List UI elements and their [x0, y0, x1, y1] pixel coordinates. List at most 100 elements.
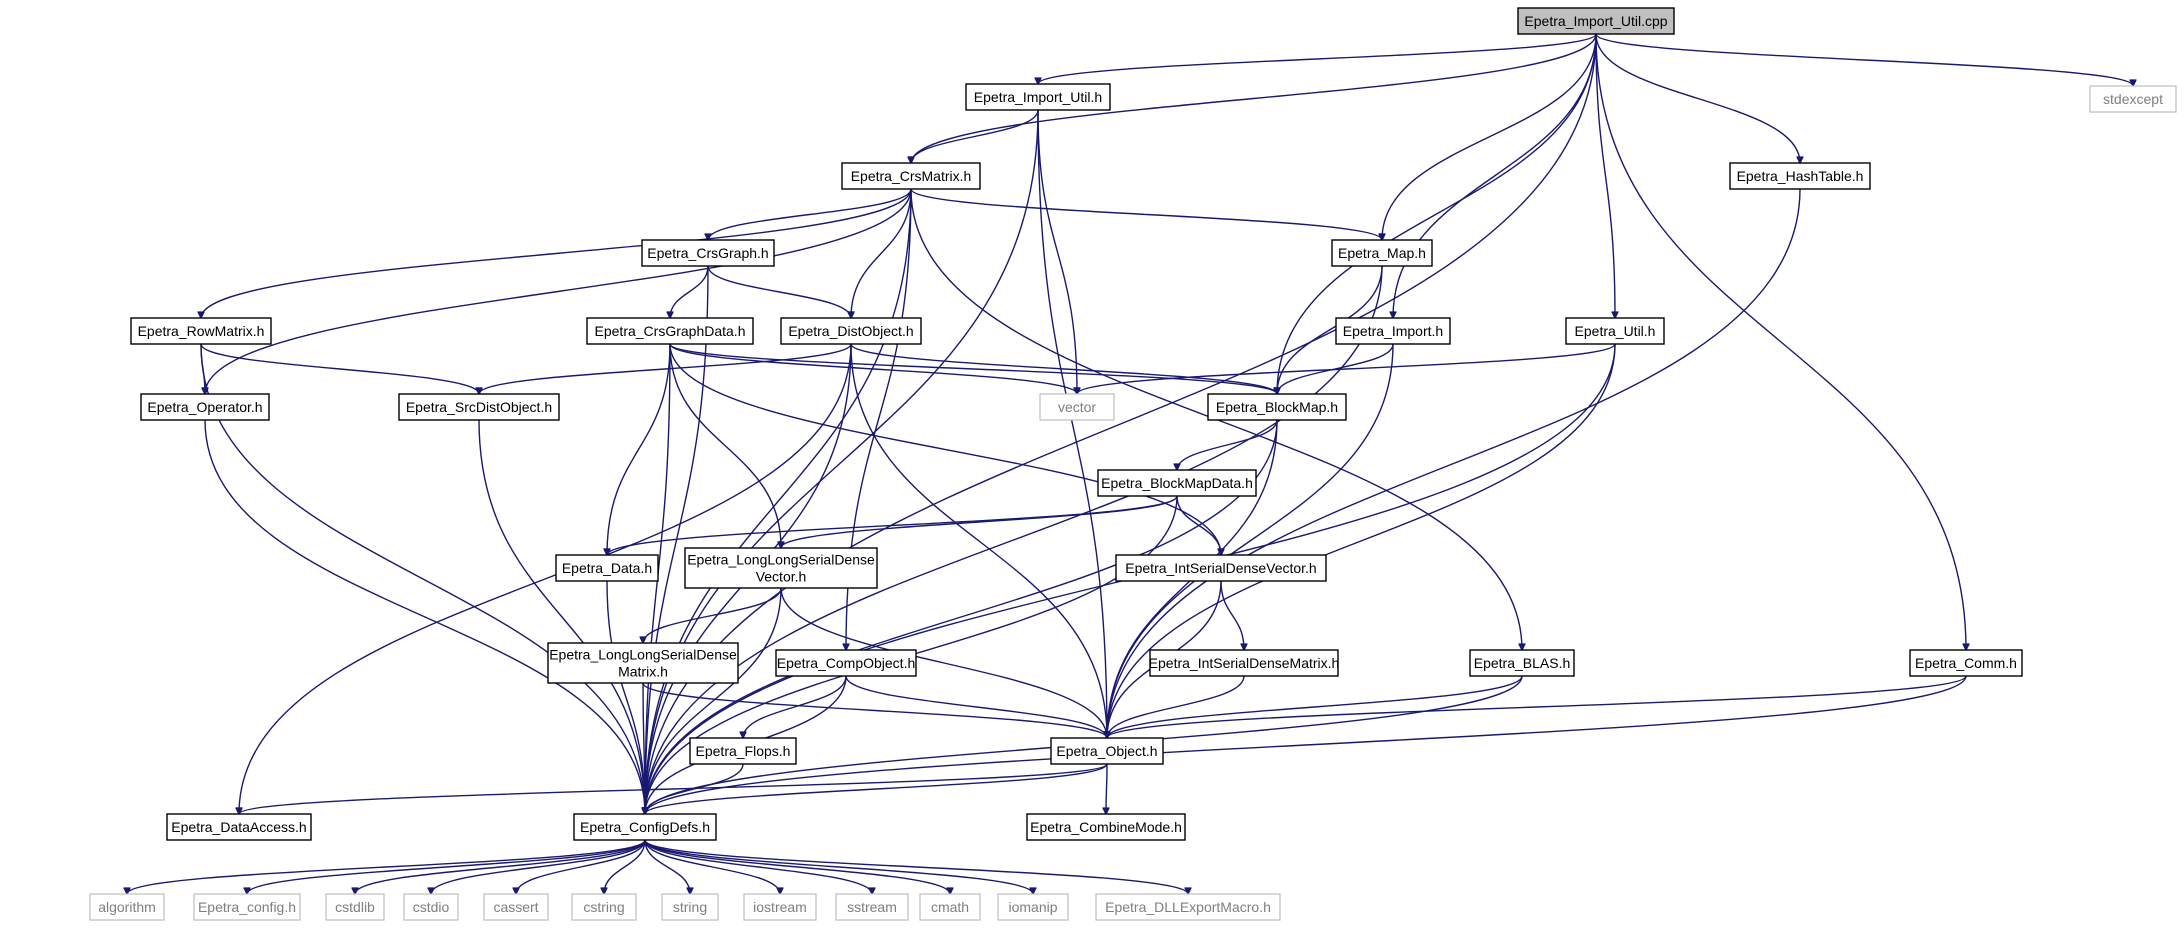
edge-import-to-object [1107, 343, 1394, 738]
edge-crsgraphdata-to-blockmap [669, 343, 1277, 394]
edge-distobject-to-srcdistobject [479, 343, 852, 394]
edge-configdefs-to-iostream [644, 839, 780, 894]
edge-crsgraphdata-to-intsdv [669, 343, 1221, 555]
edge-root-to-stdexcept [1595, 33, 2133, 86]
node-box [398, 393, 560, 421]
edge-root-to-comm [1595, 33, 1966, 650]
edge-blockmapdata-to-data [607, 495, 1178, 555]
node-epetra-import-h[interactable]: Epetra_Import.h [1335, 317, 1451, 345]
node-vector[interactable]: vector [1039, 393, 1115, 421]
node-box [641, 239, 775, 267]
node-label: Epetra_CrsMatrix.h [851, 168, 972, 184]
node-box [835, 893, 909, 921]
edge-crsgraph-to-distobject [707, 265, 851, 318]
edge-configdefs-to-string [644, 839, 690, 894]
node-label: Matrix.h [618, 664, 668, 680]
edge-intsdv-to-intsdm [1220, 580, 1244, 650]
node-epetra-crsmatrix-h[interactable]: Epetra_CrsMatrix.h [841, 162, 981, 190]
node-label: Epetra_Flops.h [696, 743, 791, 759]
node-epetra-crsgraphdata-h[interactable]: Epetra_CrsGraphData.h [586, 317, 754, 345]
node-epetra-blockmap-h[interactable]: Epetra_BlockMap.h [1207, 393, 1347, 421]
node-label: cmath [931, 899, 969, 915]
node-epetra-util-h[interactable]: Epetra_Util.h [1565, 317, 1665, 345]
node-box [2089, 85, 2177, 113]
node-epetra-object-h[interactable]: Epetra_Object.h [1050, 737, 1164, 765]
node-epetra-combinemode-h[interactable]: Epetra_CombineMode.h [1026, 813, 1186, 841]
edge-crsmatrix-to-map [910, 188, 1382, 240]
node-epetra-dataaccess-h[interactable]: Epetra_DataAccess.h [166, 813, 312, 841]
edge-llsdv-to-configdefs [645, 587, 782, 814]
node-epetra-compobject-h[interactable]: Epetra_CompObject.h [775, 649, 917, 677]
edge-root-to-crsmatrix [911, 33, 1597, 163]
node-epetra-blas-h[interactable]: Epetra_BLAS.h [1469, 649, 1575, 677]
edge-comm-to-configdefs [645, 675, 1967, 814]
node-iomanip[interactable]: iomanip [997, 893, 1069, 921]
node-label: Epetra_Data.h [562, 560, 652, 576]
edge-srcdistobject-to-configdefs [478, 419, 645, 814]
node-box [403, 893, 459, 921]
node-box [1115, 554, 1327, 582]
node-cstdlib[interactable]: cstdlib [325, 893, 385, 921]
node-epetra-crsgraph-h[interactable]: Epetra_CrsGraph.h [641, 239, 775, 267]
edge-util-to-vector [1077, 343, 1616, 394]
node-label: Epetra_CombineMode.h [1030, 819, 1182, 835]
edge-crsmatrix-to-operator [205, 188, 912, 394]
node-cstring[interactable]: cstring [571, 893, 637, 921]
node-epetra-hashtable-h[interactable]: Epetra_HashTable.h [1729, 162, 1871, 190]
node-epetra-flops-h[interactable]: Epetra_Flops.h [689, 737, 797, 765]
node-box [573, 813, 717, 841]
edge-object-to-dataaccess [239, 763, 1108, 814]
node-label: Vector.h [756, 569, 807, 585]
node-epetra-blockmapdata-h[interactable]: Epetra_BlockMapData.h [1097, 469, 1257, 497]
edge-crsgraphdata-to-vector [669, 343, 1077, 394]
node-epetra-rowmatrix-h[interactable]: Epetra_RowMatrix.h [130, 317, 272, 345]
node-epetra-data-h[interactable]: Epetra_Data.h [555, 554, 659, 582]
node-cstdio[interactable]: cstdio [403, 893, 459, 921]
edge-importutilh-to-object [1037, 109, 1107, 738]
node-box [997, 893, 1069, 921]
node-epetra-configdefs-h[interactable]: Epetra_ConfigDefs.h [573, 813, 717, 841]
edge-configdefs-to-cstring [604, 839, 646, 894]
edge-crsgraph-to-crsgraphdata [670, 265, 709, 318]
node-cmath[interactable]: cmath [919, 893, 981, 921]
node-epetra-distobject-h[interactable]: Epetra_DistObject.h [780, 317, 922, 345]
node-string[interactable]: string [661, 893, 719, 921]
edge-configdefs-to-dllexport [644, 839, 1188, 894]
edge-configdefs-to-cstdio [431, 839, 646, 894]
edge-compobject-to-flops [743, 675, 847, 738]
node-label: Epetra_DataAccess.h [171, 819, 306, 835]
node-epetra-intserialdensevector-h[interactable]: Epetra_IntSerialDenseVector.h [1115, 554, 1327, 582]
node-sstream[interactable]: sstream [835, 893, 909, 921]
node-epetra-import-util-cpp[interactable]: Epetra_Import_Util.cpp [1517, 7, 1675, 35]
node-epetra-intserialdensematrix-h[interactable]: Epetra_IntSerialDenseMatrix.h [1149, 649, 1340, 677]
node-label: Epetra_DistObject.h [788, 323, 913, 339]
node-cassert[interactable]: cassert [483, 893, 549, 921]
node-box [325, 893, 385, 921]
edge-object-to-combinemode [1106, 763, 1107, 814]
node-stdexcept[interactable]: stdexcept [2089, 85, 2177, 113]
node-label: Epetra_ConfigDefs.h [580, 819, 710, 835]
node-algorithm[interactable]: algorithm [89, 893, 165, 921]
node-epetra-map-h[interactable]: Epetra_Map.h [1331, 239, 1433, 267]
node-epetra-srcdistobject-h[interactable]: Epetra_SrcDistObject.h [398, 393, 560, 421]
edge-map-to-configdefs [645, 265, 1383, 814]
edge-distobject-to-blockmap [850, 343, 1277, 394]
edge-configdefs-to-sstream [644, 839, 872, 894]
node-box [684, 547, 878, 589]
node-label: Epetra_Import_Util.h [974, 89, 1102, 105]
node-box [586, 317, 754, 345]
node-label: vector [1058, 399, 1096, 415]
node-label: iomanip [1008, 899, 1057, 915]
node-epetra-dllexportmacro-h[interactable]: Epetra_DLLExportMacro.h [1095, 893, 1281, 921]
node-epetra-comm-h[interactable]: Epetra_Comm.h [1909, 649, 2023, 677]
node-epetra-operator-h[interactable]: Epetra_Operator.h [140, 393, 270, 421]
node-epetra-import-util-h[interactable]: Epetra_Import_Util.h [965, 83, 1111, 111]
node-box [661, 893, 719, 921]
node-iostream[interactable]: iostream [743, 893, 817, 921]
edge-configdefs-to-iomanip [644, 839, 1033, 894]
node-epetra-config-h[interactable]: Epetra_config.h [193, 893, 301, 921]
node-label: sstream [847, 899, 897, 915]
